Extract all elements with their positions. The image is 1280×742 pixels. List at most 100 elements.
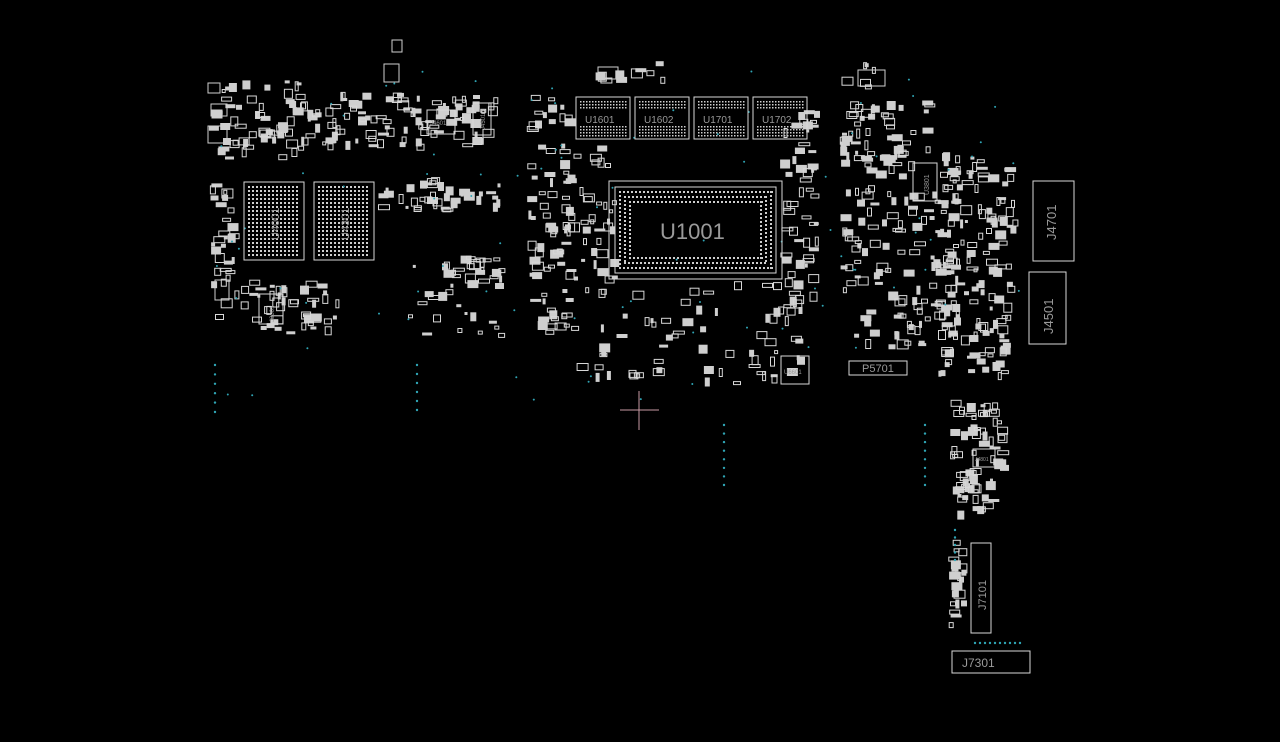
bga-pad bbox=[707, 126, 709, 128]
passive-component bbox=[433, 314, 441, 323]
passive-component bbox=[898, 150, 909, 156]
cpu-ball bbox=[671, 191, 673, 193]
ssd-chip-1[interactable]: U4001 bbox=[243, 181, 305, 261]
via bbox=[540, 167, 543, 170]
passive-component bbox=[698, 344, 708, 354]
passive-component bbox=[866, 309, 877, 315]
test-point-p5701[interactable]: P5701 bbox=[848, 360, 908, 376]
passive-component bbox=[924, 209, 934, 213]
passive-component bbox=[278, 122, 288, 129]
bga-pad bbox=[280, 254, 282, 256]
passive-component bbox=[935, 230, 941, 234]
bga-pad bbox=[763, 104, 765, 106]
cpu-ball bbox=[760, 217, 762, 219]
bga-pad bbox=[354, 206, 356, 208]
ic-u3801[interactable]: U3801 bbox=[912, 162, 938, 202]
bga-pad bbox=[358, 250, 360, 252]
passive-component bbox=[596, 237, 602, 245]
bga-pad bbox=[296, 202, 298, 204]
connector-j4501[interactable]: J4501 bbox=[1028, 271, 1067, 345]
passive-component bbox=[951, 200, 957, 204]
passive-component bbox=[1000, 345, 1011, 355]
bga-pad bbox=[276, 218, 278, 220]
memory-chip-4[interactable]: U1702 bbox=[752, 96, 808, 140]
via bbox=[993, 641, 997, 645]
bga-pad bbox=[334, 250, 336, 252]
connector-j7301[interactable]: J7301 bbox=[951, 650, 1031, 674]
ic-u6601[interactable]: U6601 bbox=[780, 355, 810, 385]
cpu-package[interactable]: U1001 bbox=[608, 180, 783, 280]
bga-pad bbox=[276, 202, 278, 204]
cpu-ball bbox=[770, 259, 772, 261]
ic-j4501-small[interactable]: J4501 bbox=[472, 102, 492, 136]
bga-pad bbox=[654, 107, 656, 109]
connector-j7101[interactable]: J7101 bbox=[970, 542, 992, 634]
cpu-ball bbox=[740, 196, 742, 198]
bga-pad bbox=[248, 238, 250, 240]
cpu-ball bbox=[672, 262, 674, 264]
passive-component bbox=[862, 248, 868, 257]
passive-component bbox=[365, 130, 377, 139]
passive-component bbox=[255, 287, 267, 291]
via bbox=[342, 114, 345, 117]
bga-pad bbox=[648, 104, 650, 106]
bga-pad bbox=[288, 238, 290, 240]
memory-chip-2[interactable]: U1602 bbox=[634, 96, 690, 140]
cpu-ball bbox=[763, 191, 765, 193]
bga-pad bbox=[280, 214, 282, 216]
bga-pad bbox=[272, 230, 274, 232]
bga-pad bbox=[252, 218, 254, 220]
passive-component bbox=[260, 326, 267, 330]
bga-pad bbox=[598, 107, 600, 109]
bga-pad bbox=[268, 246, 270, 248]
via bbox=[1013, 641, 1017, 645]
cpu-ball bbox=[619, 219, 621, 221]
bga-pad bbox=[707, 135, 709, 137]
cpu-ball bbox=[728, 262, 730, 264]
bga-pad bbox=[622, 107, 624, 109]
bga-pad bbox=[280, 230, 282, 232]
passive-component bbox=[1002, 181, 1009, 187]
passive-component bbox=[940, 228, 945, 236]
passive-component bbox=[431, 100, 442, 106]
passive-component bbox=[922, 127, 934, 134]
via bbox=[560, 144, 563, 147]
via bbox=[807, 346, 810, 349]
passive-component bbox=[865, 339, 872, 349]
ic-j4601[interactable]: J4601 bbox=[426, 109, 456, 135]
bga-pad bbox=[280, 194, 282, 196]
bga-pad bbox=[672, 129, 674, 131]
passive-component bbox=[220, 243, 226, 248]
bga-pad bbox=[268, 186, 270, 188]
passive-component bbox=[397, 92, 404, 97]
passive-component bbox=[867, 151, 876, 157]
ssd-chip-2[interactable]: U4301 bbox=[313, 181, 375, 261]
passive-component bbox=[846, 152, 850, 161]
bga-pad bbox=[354, 202, 356, 204]
bga-pad bbox=[354, 210, 356, 212]
via bbox=[611, 186, 614, 189]
bga-pad bbox=[276, 190, 278, 192]
passive-component bbox=[919, 320, 922, 328]
passive-component bbox=[472, 137, 483, 145]
cpu-ball bbox=[770, 199, 772, 201]
bga-pad bbox=[666, 135, 668, 137]
passive-component bbox=[860, 108, 872, 118]
bga-pad bbox=[366, 190, 368, 192]
passive-component bbox=[943, 160, 949, 167]
bga-pad bbox=[342, 202, 344, 204]
bga-pad bbox=[326, 190, 328, 192]
cpu-ball bbox=[700, 262, 702, 264]
bga-pad bbox=[338, 202, 340, 204]
passive-component bbox=[278, 126, 289, 133]
bga-pad bbox=[326, 246, 328, 248]
ic-j4801[interactable]: J4801 bbox=[972, 448, 996, 468]
cpu-ball bbox=[629, 245, 631, 247]
memory-chip-3[interactable]: U1701 bbox=[693, 96, 749, 140]
cpu-ball bbox=[672, 196, 674, 198]
memory-chip-1[interactable]: U1601 bbox=[575, 96, 631, 140]
ic-j3001[interactable]: J3001 bbox=[258, 293, 284, 325]
bga-pad bbox=[288, 246, 290, 248]
connector-j4701[interactable]: J4701 bbox=[1032, 180, 1075, 262]
